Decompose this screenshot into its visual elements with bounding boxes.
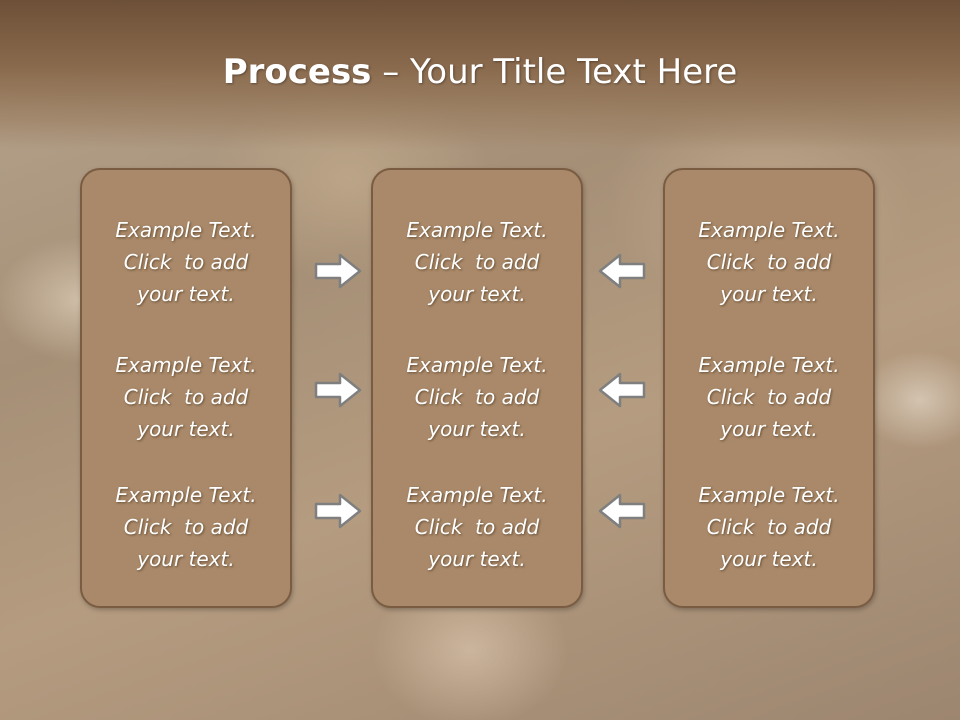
right-arrow-icon <box>314 493 362 529</box>
text-placeholder[interactable]: Example Text. Click to add your text. <box>665 214 873 310</box>
left-arrow-icon <box>598 372 646 408</box>
text-placeholder[interactable]: Example Text. Click to add your text. <box>665 479 873 575</box>
text-line: your text. <box>137 547 235 571</box>
text-line: Click to add <box>414 385 540 409</box>
text-line: Example Text. <box>115 483 257 507</box>
title-bold: Process <box>222 52 372 92</box>
text-placeholder[interactable]: Example Text. Click to add your text. <box>373 349 581 445</box>
text-placeholder[interactable]: Example Text. Click to add your text. <box>82 479 290 575</box>
left-arrow-icon <box>598 253 646 289</box>
text-placeholder[interactable]: Example Text. Click to add your text. <box>373 479 581 575</box>
text-line: Example Text. <box>698 353 840 377</box>
panel-center[interactable]: Example Text. Click to add your text. Ex… <box>371 168 583 608</box>
text-line: Click to add <box>414 250 540 274</box>
text-line: your text. <box>720 282 818 306</box>
text-line: Click to add <box>706 385 832 409</box>
text-line: your text. <box>720 417 818 441</box>
text-line: Click to add <box>706 515 832 539</box>
text-line: Click to add <box>123 250 249 274</box>
text-line: Click to add <box>706 250 832 274</box>
text-line: your text. <box>428 417 526 441</box>
title-rest: – Your Title Text Here <box>371 52 738 92</box>
text-line: Example Text. <box>698 483 840 507</box>
right-arrow-icon <box>314 253 362 289</box>
text-placeholder[interactable]: Example Text. Click to add your text. <box>82 214 290 310</box>
panel-right[interactable]: Example Text. Click to add your text. Ex… <box>663 168 875 608</box>
text-line: Example Text. <box>406 353 548 377</box>
text-line: Example Text. <box>406 218 548 242</box>
text-line: your text. <box>137 282 235 306</box>
left-arrow-icon <box>598 493 646 529</box>
text-line: Example Text. <box>115 218 257 242</box>
title-bar <box>0 0 960 150</box>
text-line: Example Text. <box>406 483 548 507</box>
text-line: Click to add <box>123 515 249 539</box>
slide-title[interactable]: Process – Your Title Text Here <box>0 52 960 92</box>
text-placeholder[interactable]: Example Text. Click to add your text. <box>373 214 581 310</box>
text-line: your text. <box>720 547 818 571</box>
panel-left[interactable]: Example Text. Click to add your text. Ex… <box>80 168 292 608</box>
text-line: your text. <box>428 282 526 306</box>
text-line: your text. <box>137 417 235 441</box>
text-placeholder[interactable]: Example Text. Click to add your text. <box>665 349 873 445</box>
text-placeholder[interactable]: Example Text. Click to add your text. <box>82 349 290 445</box>
right-arrow-icon <box>314 372 362 408</box>
text-line: Example Text. <box>698 218 840 242</box>
text-line: your text. <box>428 547 526 571</box>
text-line: Example Text. <box>115 353 257 377</box>
text-line: Click to add <box>123 385 249 409</box>
text-line: Click to add <box>414 515 540 539</box>
